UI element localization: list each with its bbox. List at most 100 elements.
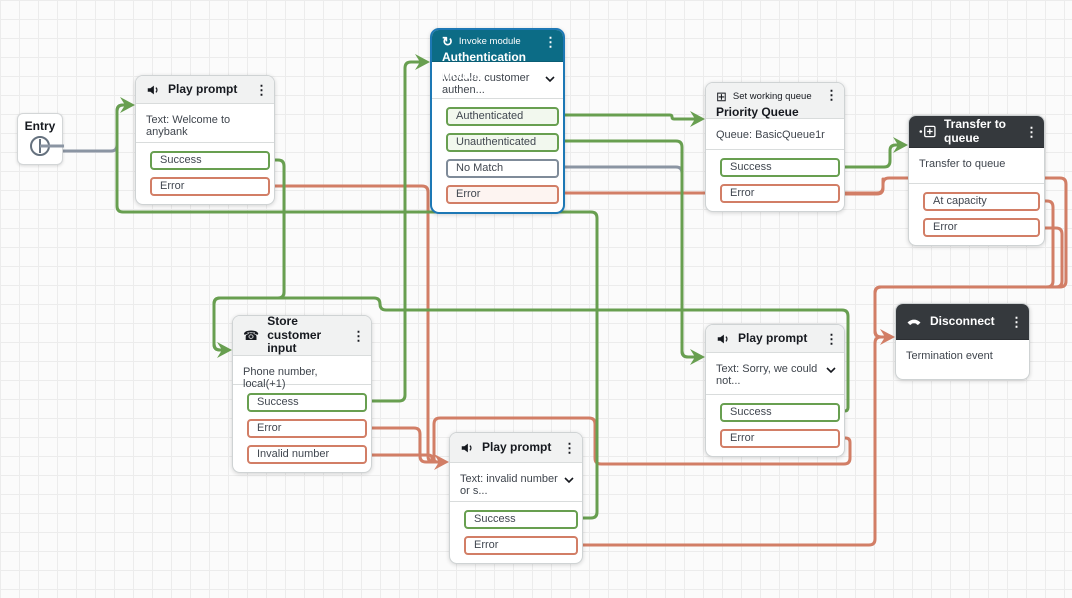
port-error[interactable]: Error <box>446 185 559 204</box>
chevron-down-icon[interactable] <box>826 365 836 377</box>
node-header[interactable]: Disconnect ⋮ <box>896 304 1029 340</box>
kebab-menu-icon[interactable]: ⋮ <box>825 331 838 346</box>
node-title: Priority Queue <box>716 105 799 119</box>
kebab-menu-icon[interactable]: ⋮ <box>563 440 576 455</box>
port-error[interactable]: Error <box>247 419 367 438</box>
ports: At capacity Error <box>909 183 1044 245</box>
wire-unauthenticated-to-sorry-prompt[interactable] <box>561 139 700 359</box>
wire-priority-error-to-disconnect[interactable] <box>839 177 885 196</box>
ports: Success Error Invalid number <box>233 384 371 472</box>
port-success[interactable]: Success <box>464 510 578 529</box>
node-body: Text: invalid number or s... <box>450 463 582 501</box>
wire-welcome-success-to-store-arrowhead <box>217 342 232 358</box>
node-title: Disconnect <box>930 313 995 328</box>
node-transfer-to-queue[interactable]: Transfer to queue ⋮ Transfer to queue At… <box>908 115 1045 246</box>
node-body: Queue: BasicQueue1r <box>706 119 844 149</box>
node-body: Termination event <box>896 340 1029 378</box>
port-error[interactable]: Error <box>720 429 840 448</box>
wire-priority-success-to-transfer[interactable] <box>839 143 903 169</box>
wire-sorry-error-to-invalid-prompt[interactable] <box>432 416 852 466</box>
set-working-queue-icon: ⊞ <box>716 88 727 104</box>
port-success[interactable]: Success <box>720 158 840 177</box>
input-format-text: Phone number, local(+1) <box>243 366 318 390</box>
wire-unauthenticated-to-sorry-prompt-arrowhead <box>690 349 705 365</box>
node-play-prompt-invalid[interactable]: Play prompt ⋮ Text: invalid number or s.… <box>449 432 583 564</box>
chevron-down-icon[interactable] <box>545 74 555 86</box>
node-type-label: Invoke module <box>458 35 521 47</box>
invoke-module-icon: ↻ <box>442 33 453 49</box>
node-body: Module: customer authen... <box>432 62 563 98</box>
node-type-label: Set working queue <box>732 90 812 102</box>
node-title: Play prompt <box>738 330 808 345</box>
port-error[interactable]: Error <box>923 218 1040 237</box>
wire-authenticated-to-priority-arrowhead <box>690 111 705 127</box>
kebab-menu-icon[interactable]: ⋮ <box>1010 314 1023 329</box>
prompt-text: Text: Sorry, we could not... <box>716 363 818 387</box>
ports: Success Error <box>706 149 844 211</box>
port-error[interactable]: Error <box>720 184 840 203</box>
wire-invalid-success-to-welcome[interactable] <box>115 103 599 520</box>
node-title: Play prompt <box>168 81 238 96</box>
wire-store-error-to-invalid-prompt[interactable] <box>366 426 443 464</box>
port-authenticated[interactable]: Authenticated <box>446 107 559 126</box>
node-header[interactable]: ↻ Invoke module Authentication Module ⋮ <box>432 30 563 82</box>
node-priority-queue[interactable]: ⊞ Set working queue Priority Queue ⋮ Que… <box>705 82 845 212</box>
store-input-phone-icon: ☎ <box>243 328 260 343</box>
ports: Authenticated Unauthenticated No Match E… <box>432 98 563 212</box>
wire-transfer-error-to-disconnect[interactable] <box>878 226 1064 289</box>
wire-invalid-success-to-welcome-arrowhead <box>120 97 135 113</box>
chevron-down-icon[interactable] <box>564 475 574 487</box>
node-body: Text: Sorry, we could not... <box>706 353 844 394</box>
port-success[interactable]: Success <box>247 393 367 412</box>
wire-priority-success-to-transfer-arrowhead <box>893 137 908 153</box>
wire-authenticated-to-priority[interactable] <box>561 113 700 121</box>
node-header[interactable]: Play prompt ⋮ <box>450 433 582 463</box>
port-success[interactable]: Success <box>150 151 270 170</box>
wire-entry-to-welcome[interactable] <box>60 103 131 153</box>
termination-text: Termination event <box>906 350 993 362</box>
node-title: Store customer input <box>267 313 322 356</box>
node-header[interactable]: ☎ Store customer input ⋮ <box>233 313 371 356</box>
disconnect-phone-icon <box>906 316 922 328</box>
prompt-text: Text: invalid number or s... <box>460 473 558 497</box>
node-store-customer-input[interactable]: ☎ Store customer input ⋮ Phone number, l… <box>232 313 372 473</box>
port-at-capacity[interactable]: At capacity <box>923 192 1040 211</box>
entry-start-icon <box>18 134 64 160</box>
ports: Success Error <box>136 142 274 204</box>
kebab-menu-icon[interactable]: ⋮ <box>825 87 838 103</box>
port-unauthenticated[interactable]: Unauthenticated <box>446 133 559 152</box>
node-title: Authentication Module <box>442 50 526 82</box>
wire-invalid-error-to-disconnect[interactable] <box>577 335 889 547</box>
kebab-menu-icon[interactable]: ⋮ <box>544 34 557 50</box>
kebab-menu-icon[interactable]: ⋮ <box>255 82 268 97</box>
node-entry[interactable]: Entry <box>17 113 64 165</box>
node-header[interactable]: ⊞ Set working queue Priority Queue ⋮ <box>706 83 844 119</box>
ports: Success Error <box>706 394 844 456</box>
port-error[interactable]: Error <box>464 536 578 555</box>
port-no-match[interactable]: No Match <box>446 159 559 178</box>
kebab-menu-icon[interactable]: ⋮ <box>352 328 365 343</box>
node-play-prompt-sorry[interactable]: Play prompt ⋮ Text: Sorry, we could not.… <box>705 324 845 457</box>
node-play-prompt-welcome[interactable]: Play prompt ⋮ Text: Welcome to anybank S… <box>135 75 275 205</box>
port-success[interactable]: Success <box>720 403 840 422</box>
node-body: Text: Welcome to anybank <box>136 104 274 142</box>
speaker-icon <box>146 83 160 97</box>
node-header[interactable]: Play prompt ⋮ <box>706 325 844 353</box>
wire-no-match-to-sorry-prompt[interactable] <box>561 165 700 359</box>
node-title: Play prompt <box>482 439 552 454</box>
node-header[interactable]: Transfer to queue ⋮ <box>909 116 1044 148</box>
node-disconnect[interactable]: Disconnect ⋮ Termination event <box>895 303 1030 380</box>
speaker-icon <box>716 332 730 346</box>
port-error[interactable]: Error <box>150 177 270 196</box>
node-body: Transfer to queue <box>909 148 1044 183</box>
wire-store-success-to-auth[interactable] <box>366 60 425 403</box>
node-title: Transfer to queue <box>944 116 1007 145</box>
kebab-menu-icon[interactable]: ⋮ <box>1025 124 1038 139</box>
node-authentication-module[interactable]: ↻ Invoke module Authentication Module ⋮ … <box>430 28 565 214</box>
node-header[interactable]: Play prompt ⋮ <box>136 76 274 104</box>
port-invalid-number[interactable]: Invalid number <box>247 445 367 464</box>
prompt-text: Text: Welcome to anybank <box>146 114 231 138</box>
wire-sorry-success-to-store[interactable] <box>212 296 850 413</box>
